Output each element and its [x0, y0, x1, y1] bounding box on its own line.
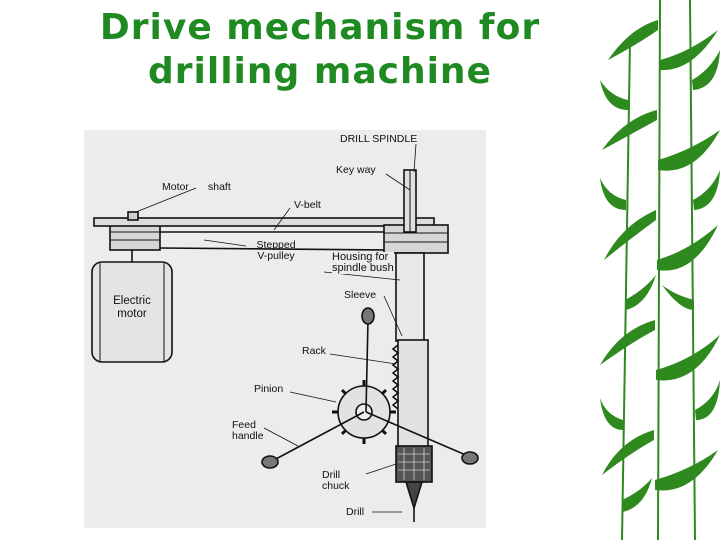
housing — [395, 252, 425, 342]
bamboo-decoration — [600, 0, 720, 540]
label-motor: Motor — [162, 181, 189, 193]
label-stepped-v-pulley: Stepped V-pulley — [244, 240, 308, 262]
label-feed-line-1: Feed — [232, 419, 256, 431]
label-housing-line-2: spindle bush — [332, 262, 394, 274]
diagram-drawing — [91, 143, 479, 522]
title-line-2: drilling machine — [148, 51, 492, 92]
label-chuck-line-1: Drill — [322, 469, 341, 481]
label-stepped-line-1: Stepped — [256, 239, 296, 251]
slide-title: Drive mechanism for drilling machine — [0, 6, 640, 94]
label-v-belt: V-belt — [294, 199, 321, 211]
label-electric-motor: Electric motor — [96, 295, 168, 321]
label-chuck-line-2: chuck — [322, 480, 350, 492]
top-frame-bar — [93, 217, 435, 227]
rack-teeth — [391, 344, 400, 410]
motor-stepped-pulley — [109, 224, 161, 251]
label-rack: Rack — [302, 345, 326, 357]
feed-handle-rod-up — [365, 319, 369, 413]
label-drill-chuck: Drill chuck — [322, 470, 349, 492]
label-housing: Housing for spindle bush — [332, 252, 394, 274]
label-shaft: shaft — [208, 181, 231, 193]
label-drill: Drill — [346, 506, 365, 518]
label-electric-line-1: Electric — [113, 295, 151, 307]
label-electric-line-2: motor — [117, 308, 147, 320]
label-feed-handle: Feed handle — [232, 420, 264, 442]
feed-handle-rod-right — [365, 411, 469, 457]
label-drill-spindle: DRILL SPINDLE — [340, 133, 418, 145]
drill-bit — [404, 481, 424, 511]
sleeve — [397, 339, 429, 451]
label-sleeve: Sleeve — [344, 289, 377, 301]
feed-handle-rod-left — [273, 411, 365, 461]
title-line-1: Drive mechanism for — [99, 7, 541, 48]
label-housing-line-1: Housing for — [332, 251, 389, 263]
label-pinion: Pinion — [254, 383, 284, 395]
label-feed-line-2: handle — [232, 430, 264, 442]
label-key-way: Key way — [336, 164, 376, 176]
drill-drive-diagram: DRILL SPINDLE Key way Motor shaft V-belt… — [84, 130, 486, 528]
label-stepped-line-2: V-pulley — [257, 250, 295, 262]
